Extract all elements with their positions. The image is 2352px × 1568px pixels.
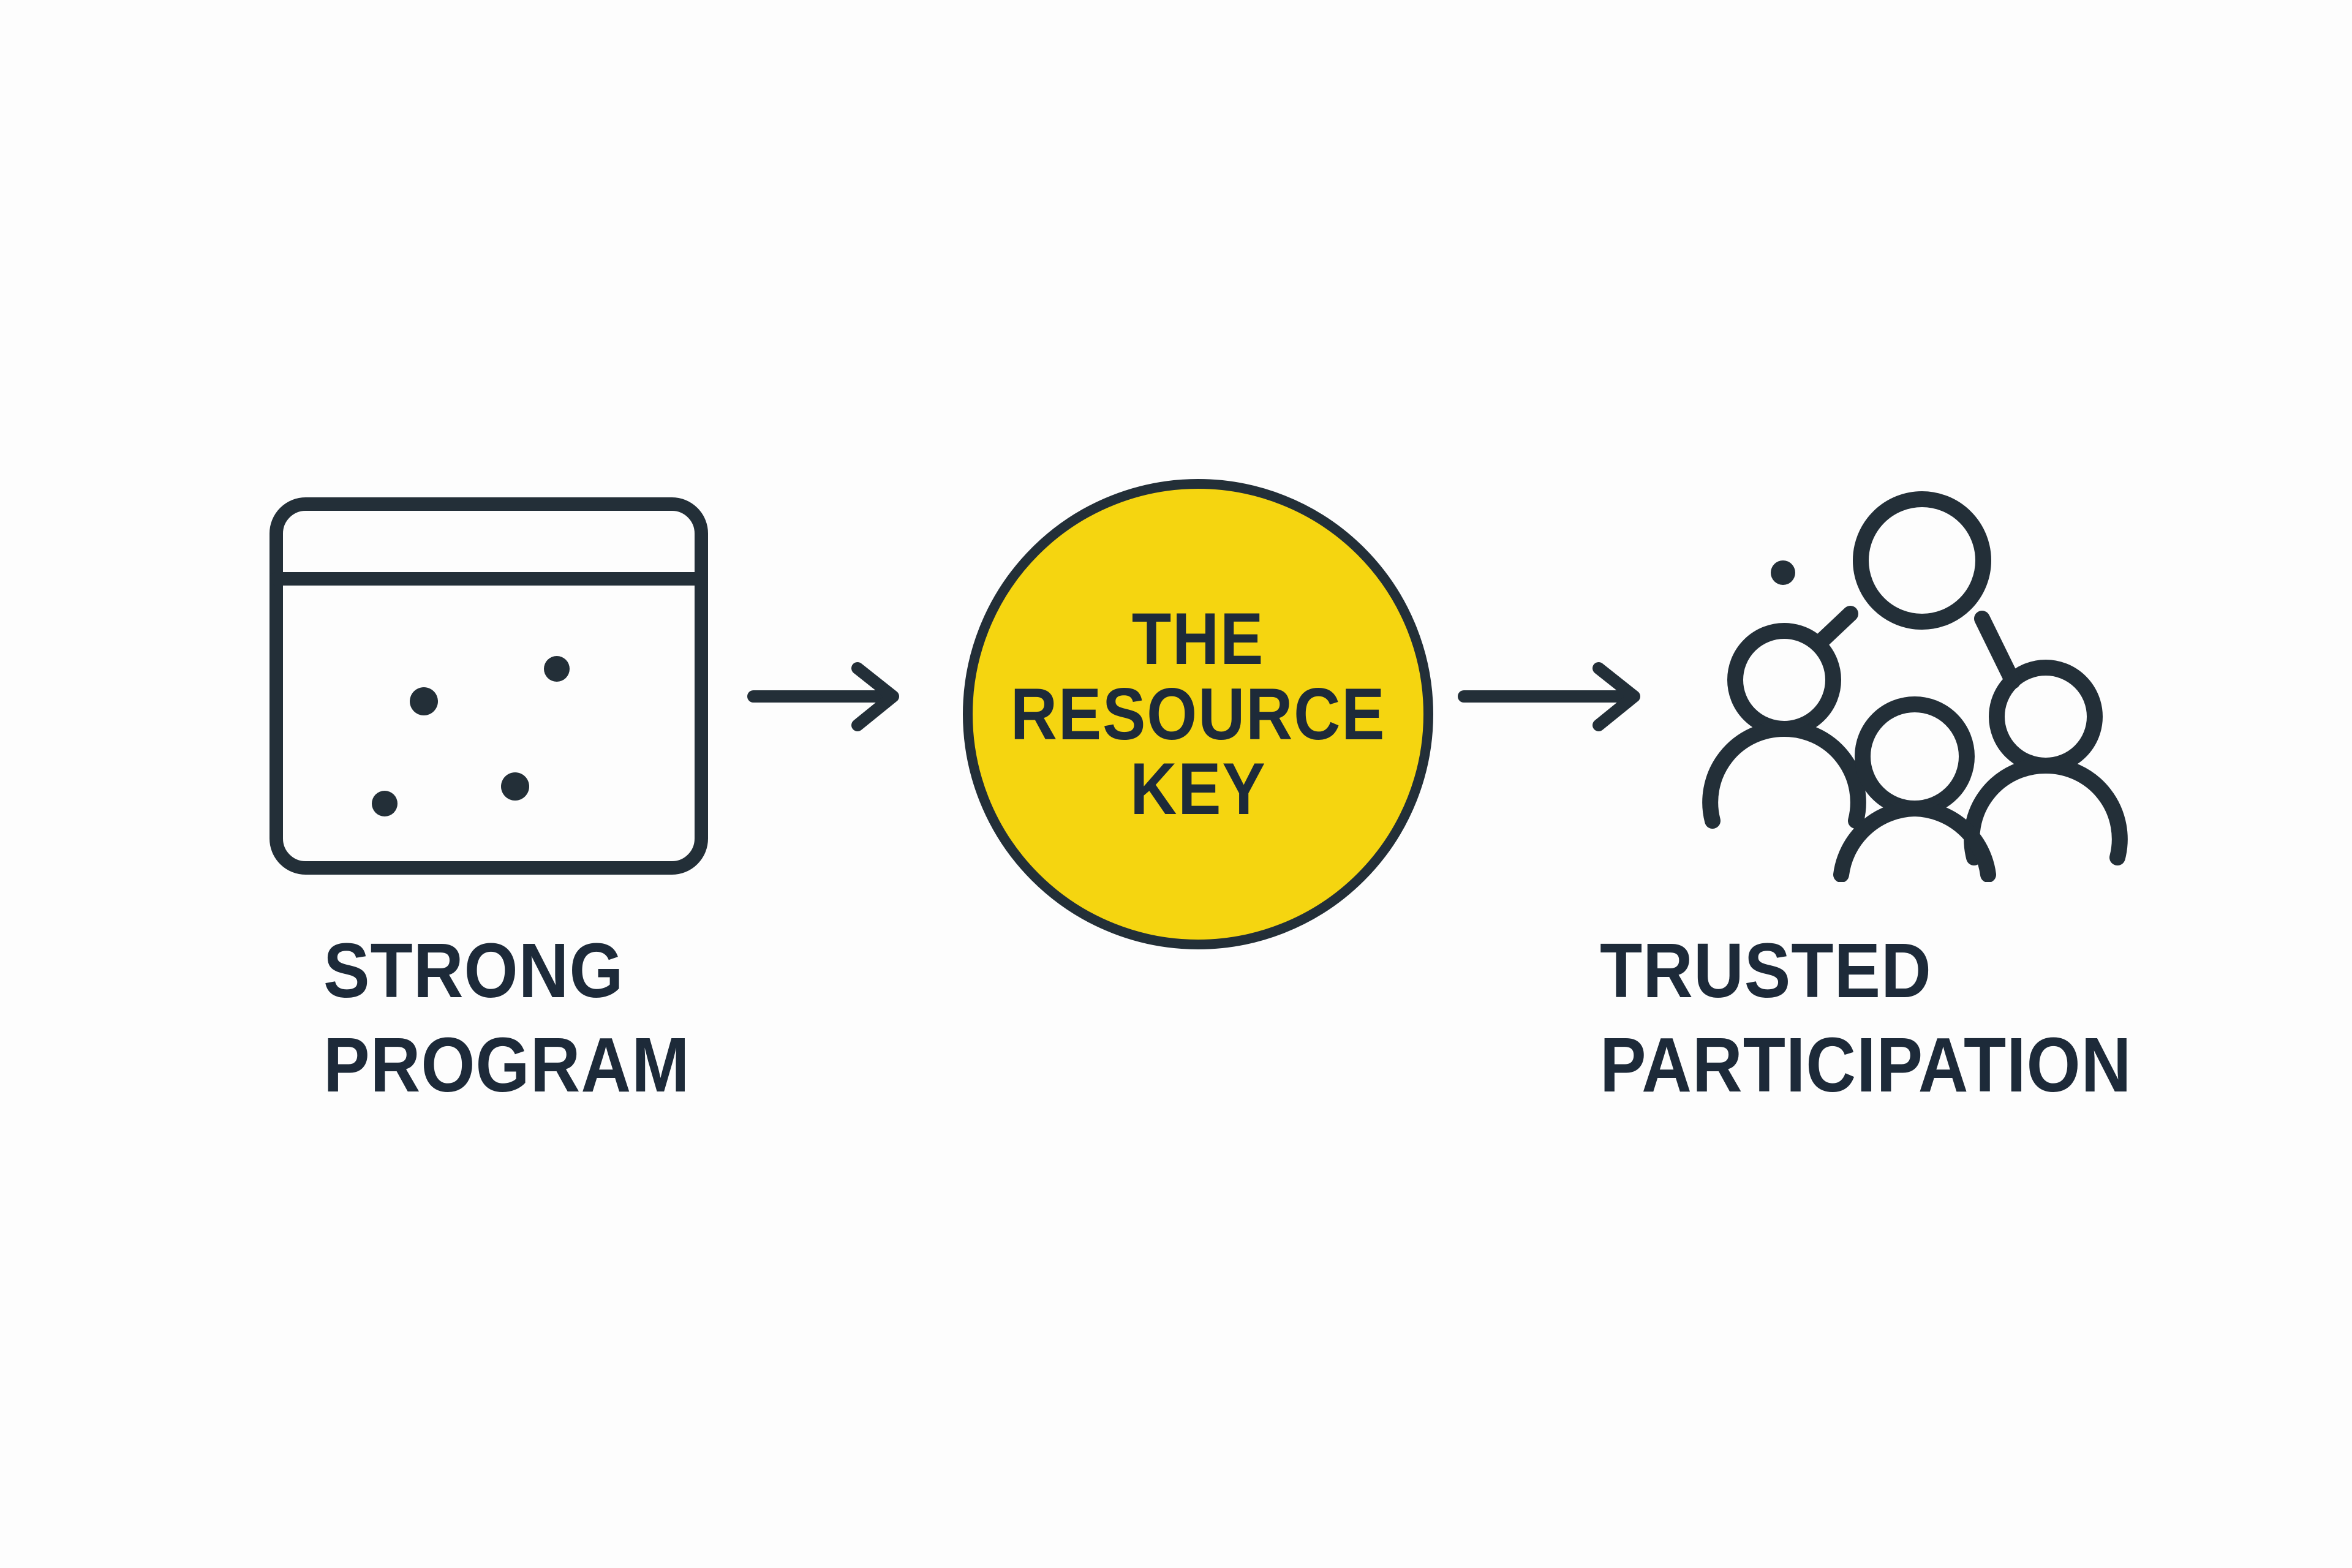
- group-of-people-icon: [1702, 478, 2169, 882]
- calendar-board-icon: [270, 497, 708, 875]
- person-arm-left: [1810, 606, 1858, 652]
- caption-line-1: TRUSTED: [1600, 927, 1932, 1014]
- person-head-top: [1853, 491, 1991, 630]
- caption-line-2: PARTICIPATION: [1600, 1021, 2132, 1108]
- board-dot-1: [410, 687, 438, 715]
- caption-line-1: STRONG: [323, 927, 624, 1014]
- caption-strong-program: STRONG PROGRAM: [323, 924, 731, 1112]
- caption-trusted-participation: TRUSTED PARTICIPATION: [1600, 924, 2191, 1112]
- resource-key-line-3: KEY: [1129, 748, 1267, 831]
- person-arm-right: [1974, 611, 2021, 689]
- arrow-1-head: [851, 662, 899, 731]
- board-dot-4: [372, 791, 398, 816]
- board-dot-2: [544, 656, 570, 682]
- resource-key-line-1: THE: [1131, 598, 1265, 680]
- board-dot-3: [501, 772, 529, 801]
- person-body-center: [1833, 801, 1996, 882]
- person-body-right: [1964, 757, 2128, 865]
- person-body-left: [1702, 720, 1866, 829]
- person-dot-accent: [1771, 560, 1795, 585]
- arrow-right-icon: [746, 658, 907, 735]
- board-outline: [270, 497, 708, 875]
- resource-key-badge: THE RESOURCE KEY: [963, 479, 1433, 949]
- board-dots: [372, 656, 570, 816]
- caption-line-2: PROGRAM: [323, 1021, 690, 1108]
- resource-key-line-2: RESOURCE: [1010, 673, 1386, 755]
- arrow-right-icon: [1457, 658, 1648, 735]
- arrow-2-head: [1593, 662, 1640, 731]
- person-head-center: [1855, 696, 1975, 816]
